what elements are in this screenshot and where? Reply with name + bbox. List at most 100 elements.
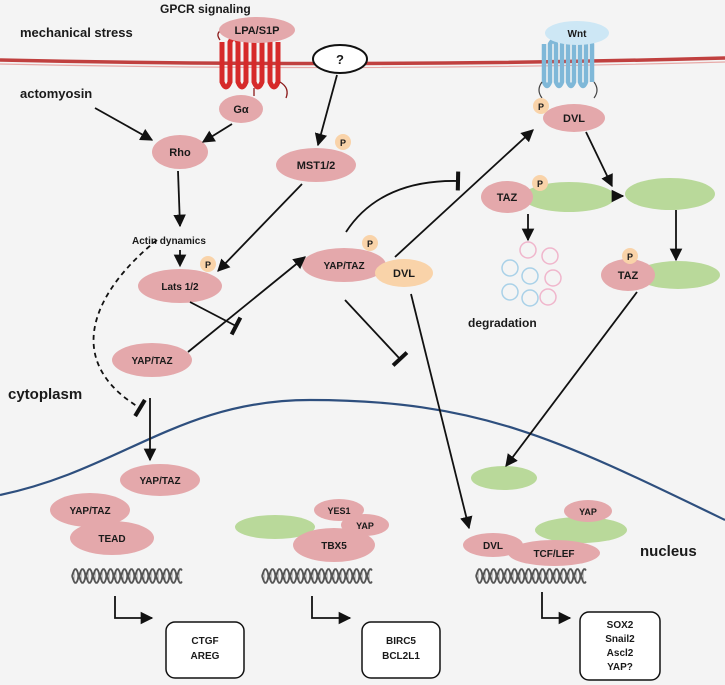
tcf-partner-node: [535, 517, 627, 543]
inhibit-lats: [189, 301, 243, 336]
degradation-fragments-icon: [501, 241, 562, 307]
g-alpha-label: Gα: [233, 104, 249, 116]
tbx5-label: TBX5: [321, 541, 347, 552]
yes1-node: [314, 499, 364, 521]
taz-top-label: TAZ: [497, 192, 518, 204]
actomyosin-label: actomyosin: [20, 86, 92, 101]
dvl-complex-node: [375, 259, 433, 287]
taz-top-phospho-label: P: [537, 179, 543, 189]
gene-box-tbx5-line2: BCL2L1: [382, 651, 420, 662]
gene-box-tcf-line2: Snail2: [605, 634, 635, 645]
arrow-unknown-mst: [314, 74, 338, 147]
yap-taz-complex-phospho-label: P: [367, 239, 373, 249]
dvl-complex-label: DVL: [393, 268, 415, 280]
cytoplasm-label: cytoplasm: [8, 386, 82, 403]
yap-taz-complex-label: YAP/TAZ: [323, 261, 364, 272]
wnt-label: Wnt: [568, 29, 588, 40]
rho-node: [152, 135, 208, 169]
gene-box-tead: [165, 621, 245, 679]
arrow-taz-nucleus: [505, 291, 638, 468]
dvl-nuc-node: [463, 533, 523, 557]
frizzled-receptor-icon: [538, 38, 598, 99]
dvl-membrane-node: [543, 104, 605, 132]
yap-taz-complex-phospho-badge: [362, 235, 378, 251]
nuclear-envelope: [0, 398, 725, 521]
yap-taz-cyto-node: [112, 343, 192, 377]
dvl-membrane-label: DVL: [563, 113, 585, 125]
dvl-phospho-badge: [533, 98, 549, 114]
gene-box-tcf: [579, 611, 661, 681]
yap-tbx-label: YAP: [356, 521, 374, 531]
arrow-dvl-nucleus: [410, 293, 473, 530]
gene-box-tbx5: [361, 621, 441, 679]
arrow-rho-actin: [173, 170, 186, 228]
taz-mid-phospho-label: P: [627, 252, 633, 262]
arrow-mst-lats: [217, 183, 303, 272]
yap-taz-cyto-label: YAP/TAZ: [131, 356, 172, 367]
yes1-label: YES1: [327, 506, 350, 516]
pathway-connectors: [92, 74, 683, 625]
arrow-actomyosin-rho: [94, 107, 154, 141]
dna-helix-icon: [261, 568, 373, 584]
nucleus-label: nucleus: [640, 543, 697, 560]
inhibit-actin-import: [92, 239, 158, 418]
arrow-tbx5-genes: [311, 596, 352, 625]
nuclear-partner-node: [471, 466, 537, 490]
gene-box-tbx5-line1: BIRC5: [386, 636, 416, 647]
destruction-complex-top: [523, 182, 615, 212]
actin-dynamics-label: Actin dynamics: [132, 236, 206, 247]
gene-box-tead-line1: CTGF: [191, 636, 218, 647]
lats-node: [138, 269, 222, 303]
lats-phospho-badge: [200, 256, 216, 272]
inhibit-complex-top: [345, 171, 461, 233]
destruction-complex-mid: [636, 261, 720, 289]
inhibit-complex-nucleus: [344, 299, 409, 367]
mst-label: MST1/2: [297, 160, 336, 172]
tbx5-node: [293, 528, 375, 562]
gene-box-tead-line2: AREG: [191, 651, 220, 662]
taz-mid-phospho-badge: [622, 248, 638, 264]
yap-tcf-label: YAP: [579, 507, 597, 517]
yap-taz-tead-node: [50, 493, 130, 527]
taz-mid-node: [601, 259, 655, 291]
yap-taz-complex-node: [302, 248, 386, 282]
unknown-activator-node: [312, 44, 368, 74]
taz-top-node: [481, 181, 533, 213]
yap-tcf-node: [564, 500, 612, 522]
tcf-lef-node: [508, 540, 600, 566]
dvl-phospho-label: P: [538, 102, 544, 112]
mst-phospho-badge: [335, 134, 351, 150]
tbx5-partner-node: [235, 515, 315, 539]
taz-top-phospho-badge: [532, 175, 548, 191]
dna-helix-icon: [475, 568, 587, 584]
tead-node: [70, 521, 154, 555]
arrow-galpha-rho: [201, 123, 233, 143]
taz-mid-label: TAZ: [618, 270, 639, 282]
yap-taz-tead-label: YAP/TAZ: [69, 506, 110, 517]
yap-tbx-node: [341, 514, 389, 536]
mechanical-stress-label: mechanical stress: [20, 25, 133, 40]
rho-label: Rho: [169, 147, 191, 159]
gene-box-tcf-line4: YAP?: [607, 662, 633, 673]
lats-phospho-label: P: [205, 260, 211, 270]
unknown-activator-label: ?: [336, 52, 344, 67]
arrow-tead-genes: [114, 596, 154, 625]
yap-taz-nuc-node: [120, 464, 200, 496]
mst-node: [276, 148, 356, 182]
dvl-nuc-label: DVL: [483, 541, 503, 552]
arrow-dvl-complex: [585, 131, 613, 188]
arrow-tcf-genes: [541, 592, 572, 625]
lpa-s1p-label: LPA/S1P: [234, 25, 279, 37]
dna-helix-icon: [71, 568, 183, 584]
mst-phospho-label: P: [340, 138, 346, 148]
gene-box-tcf-line1: SOX2: [607, 620, 634, 631]
arrow-yap-complex: [187, 256, 306, 353]
lats-label: Lats 1/2: [161, 282, 199, 293]
yap-taz-nuc-label: YAP/TAZ: [139, 476, 180, 487]
destruction-complex-released: [625, 178, 715, 210]
arrow-dvl-membrane: [394, 129, 534, 258]
lpa-s1p-node: [219, 17, 295, 43]
g-alpha-node: [219, 95, 263, 123]
tcf-lef-label: TCF/LEF: [533, 549, 574, 560]
